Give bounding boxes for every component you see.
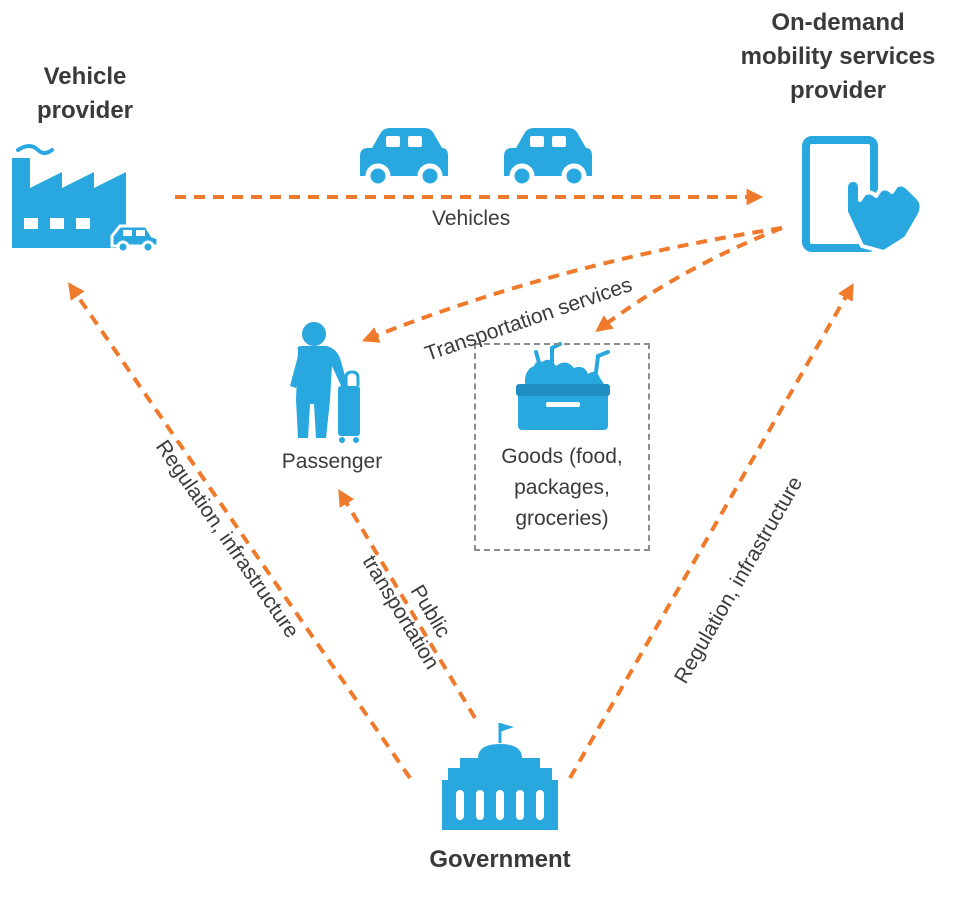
small-car-icon (110, 224, 160, 254)
goods-delivery-arrow (595, 226, 783, 333)
traveler-icon (290, 322, 360, 443)
car-icon (360, 128, 448, 189)
goods-label-line3: groceries) (515, 507, 609, 530)
goods-label: Goods (food, packages, groceries) (474, 441, 650, 534)
government-title: Government (429, 846, 571, 873)
goods-label-line1: Goods (food, (501, 445, 623, 468)
factory-icon (12, 144, 160, 254)
mobility-provider-title-line2: mobility services (740, 43, 936, 70)
mobility-provider-title: On-demand mobility services provider (720, 6, 956, 108)
goods-label-line2: packages, (514, 476, 610, 499)
regulation-left-arrow (68, 282, 412, 780)
vehicle-provider-title-line2: provider (36, 97, 134, 124)
public-transportation-arrow (338, 489, 477, 720)
vehicle-provider-title: Vehicle provider (10, 60, 160, 128)
government-building-icon (442, 723, 558, 830)
car-icon (504, 128, 592, 189)
vehicle-provider-title-line1: Vehicle (43, 63, 127, 90)
vehicles-label: Vehicles (432, 207, 511, 230)
passenger-label: Passenger (281, 450, 383, 473)
grocery-box-icon (516, 342, 610, 430)
transportation-services-arrow (361, 226, 783, 343)
phone-touch-icon (802, 136, 924, 254)
mobility-provider-title-line3: provider (789, 77, 887, 104)
goods-box: Goods (food, packages, groceries) (474, 343, 650, 551)
mobility-provider-title-line1: On-demand (771, 9, 905, 36)
